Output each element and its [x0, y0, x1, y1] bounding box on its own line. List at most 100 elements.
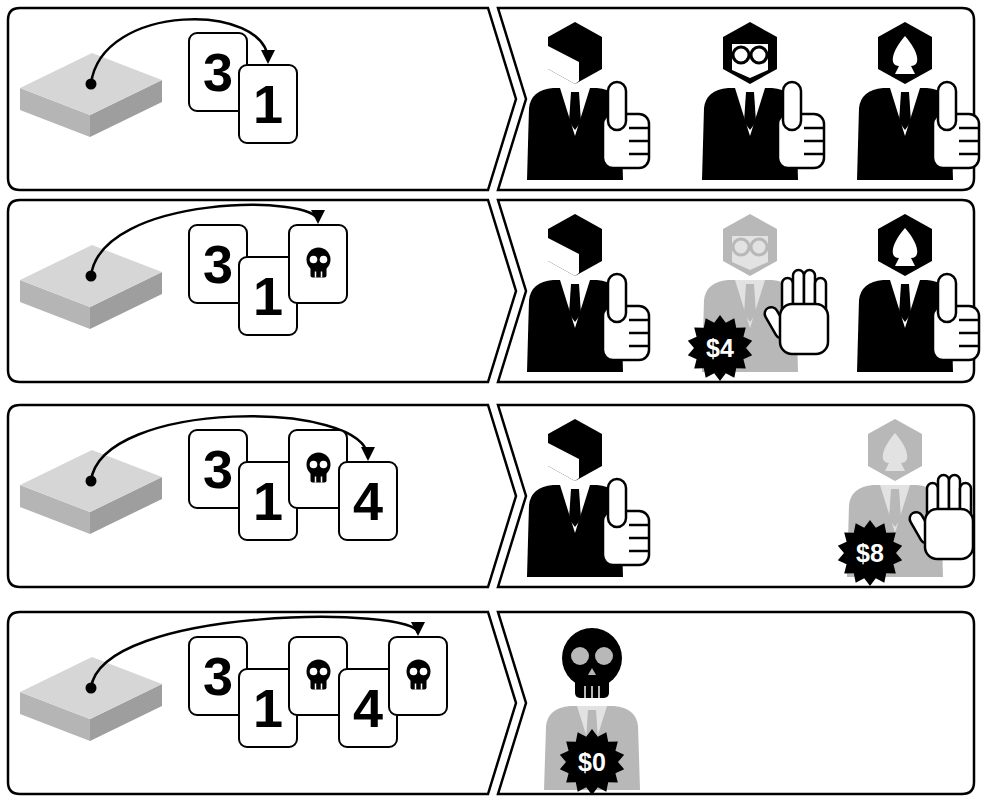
card-value: 4 — [353, 681, 383, 735]
tie — [899, 284, 911, 322]
skull-teeth — [314, 683, 316, 689]
finger-line — [804, 140, 823, 143]
woman-figure — [702, 214, 828, 372]
tie — [569, 284, 581, 322]
finger-line — [804, 153, 823, 156]
tie — [569, 489, 581, 527]
finger-line — [959, 319, 978, 322]
arrow-start-dot — [86, 683, 97, 694]
glasses — [751, 239, 767, 255]
card-deck — [20, 53, 162, 137]
deck-top — [20, 657, 162, 719]
price-value: $8 — [856, 541, 884, 566]
card-value: 3 — [203, 442, 233, 496]
finger-line — [804, 127, 823, 130]
finger-line — [629, 319, 648, 322]
shirt — [560, 280, 590, 328]
skull-jaw — [575, 674, 609, 698]
finger-line — [629, 345, 648, 348]
price-value: $0 — [578, 750, 606, 775]
deck-top — [20, 53, 162, 115]
card-deck — [20, 245, 162, 329]
skull-eye — [309, 460, 317, 468]
deck-top — [20, 450, 162, 512]
skull-symbol — [291, 227, 346, 302]
shirt — [560, 485, 590, 533]
head — [868, 419, 922, 481]
face — [548, 443, 579, 481]
result-panel — [498, 405, 974, 587]
finger-line — [629, 332, 648, 335]
starburst — [688, 315, 752, 381]
skull-eye — [419, 667, 427, 675]
beard-figure — [857, 22, 979, 180]
starburst — [560, 729, 624, 795]
face — [732, 44, 768, 78]
card-value: 3 — [203, 237, 233, 291]
head — [548, 419, 602, 481]
man-figure — [527, 214, 649, 372]
head — [878, 22, 932, 84]
result-panel — [498, 612, 974, 794]
face-mark — [893, 228, 918, 266]
man-figure — [527, 419, 649, 577]
head — [548, 214, 602, 276]
number-card: 4 — [338, 461, 398, 541]
skull-eye — [319, 667, 327, 675]
glasses — [733, 239, 749, 255]
skull-symbol — [391, 639, 446, 714]
skull-jaw — [310, 678, 326, 689]
skull-eye — [571, 647, 589, 665]
arrow-start-dot — [86, 476, 97, 487]
tie — [569, 92, 581, 130]
skull-card — [388, 636, 448, 716]
card-value: 1 — [253, 269, 283, 323]
card-value: 4 — [353, 474, 383, 528]
woman-figure — [702, 22, 824, 180]
skull-teeth — [320, 476, 322, 482]
beard-figure — [847, 419, 973, 577]
finger-line — [629, 127, 648, 130]
shirt — [890, 88, 920, 136]
skull-jaw — [310, 471, 326, 482]
card-deck — [20, 450, 162, 534]
face-mark — [893, 36, 918, 74]
finger-line — [959, 140, 978, 143]
price-badge: $4 — [687, 315, 753, 381]
price-badge: $0 — [559, 729, 625, 795]
thumb — [608, 82, 626, 130]
finger-line — [629, 550, 648, 553]
skull-teeth — [598, 686, 600, 698]
face — [732, 236, 768, 270]
skull-eye — [309, 255, 317, 263]
face-mark — [883, 433, 908, 471]
man-figure — [527, 22, 649, 180]
beard-figure — [857, 214, 979, 372]
shirt — [735, 280, 765, 328]
skull-eye — [595, 647, 613, 665]
result-panel — [498, 200, 974, 382]
arrow-start-dot — [86, 79, 97, 90]
skull-figure — [544, 628, 640, 790]
head — [723, 214, 777, 276]
number-card: 1 — [238, 64, 298, 144]
face — [548, 238, 579, 276]
finger-line — [959, 153, 978, 156]
card-value: 1 — [253, 77, 283, 131]
tie — [744, 284, 756, 322]
skull-teeth — [584, 686, 586, 698]
skull-card — [288, 224, 348, 304]
result-panel — [498, 8, 974, 190]
glasses — [733, 47, 749, 63]
skull-teeth — [314, 476, 316, 482]
skull-jaw — [410, 678, 426, 689]
card-value: 1 — [253, 474, 283, 528]
card-value: 1 — [253, 681, 283, 735]
arrow-start-dot — [86, 271, 97, 282]
shirt — [890, 280, 920, 328]
tie — [744, 92, 756, 130]
shirt — [735, 88, 765, 136]
tie — [899, 92, 911, 130]
skull-teeth — [591, 686, 593, 698]
